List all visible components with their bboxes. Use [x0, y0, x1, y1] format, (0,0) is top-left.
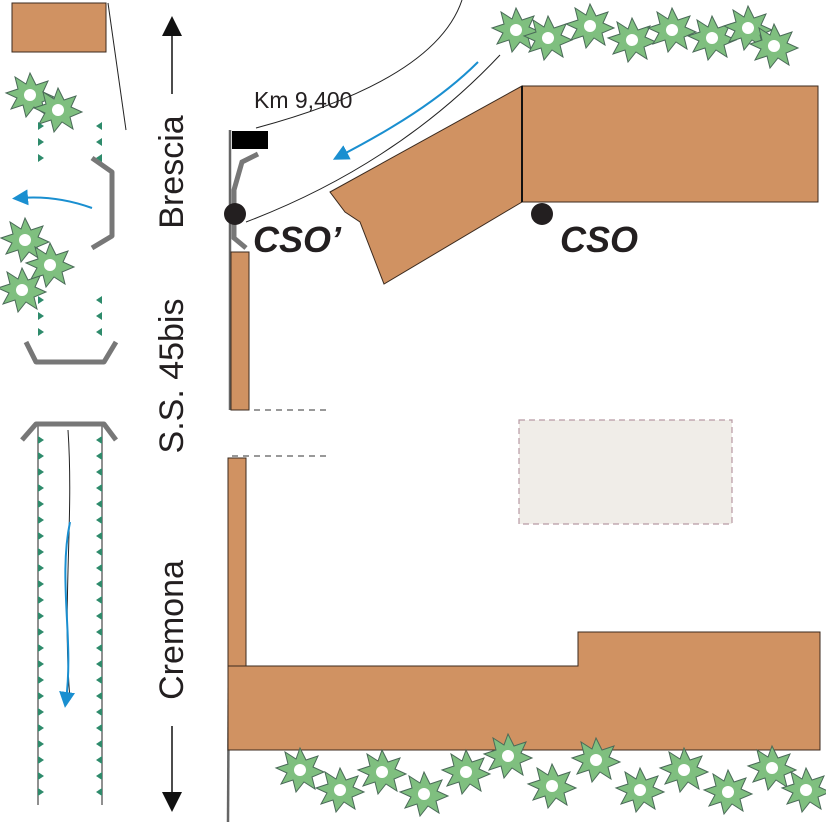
hedge-tooth — [96, 436, 102, 444]
guardrail-left — [20, 155, 119, 442]
hedge-tooth — [38, 484, 44, 492]
hedge-tooth — [96, 312, 102, 320]
hedge-tooth — [38, 756, 44, 764]
building-strip-lower — [227, 457, 247, 669]
kilometre-label: Km 9,400 — [254, 87, 352, 113]
road-curve — [245, 0, 501, 223]
hedge-tooth — [96, 580, 102, 588]
hedge-tooth — [38, 154, 44, 162]
hedge-tooth — [96, 516, 102, 524]
hedge-tooth — [38, 692, 44, 700]
hedge-tooth — [38, 468, 44, 476]
hedge-tooth — [38, 628, 44, 636]
hedge-tooth — [96, 484, 102, 492]
building-angled — [329, 85, 523, 285]
hedge-tooth — [96, 328, 102, 336]
hedge-tooth — [96, 296, 102, 304]
vegetation-top-right — [491, 3, 799, 69]
hedge-tooth — [38, 564, 44, 572]
hedge-tooth — [96, 724, 102, 732]
lane-lines — [37, 2, 127, 805]
cso-prime-label: CSO’ — [253, 219, 342, 260]
hedge-tooth — [38, 312, 44, 320]
hedge-tooth — [38, 500, 44, 508]
hedge-tooth — [96, 692, 102, 700]
flow-arrow-left-bottom — [59, 521, 75, 708]
hedge-tooth — [38, 122, 44, 130]
hedge-tooth — [96, 676, 102, 684]
building-top-right — [521, 85, 819, 203]
hedge-tooth — [96, 154, 102, 162]
hedge-markers — [38, 122, 102, 796]
building-strip-upper — [230, 251, 250, 411]
hedge-tooth — [38, 612, 44, 620]
hedge-tooth — [38, 452, 44, 460]
hedge-tooth — [96, 612, 102, 620]
monitoring-point-cso — [531, 203, 553, 225]
hedge-tooth — [96, 788, 102, 796]
hedge-tooth — [38, 436, 44, 444]
cso-label: CSO — [560, 219, 638, 260]
hedge-tooth — [38, 788, 44, 796]
hedge-tooth — [96, 644, 102, 652]
hedge-tooth — [38, 548, 44, 556]
direction-label-cremona: Cremona — [153, 560, 191, 700]
road-name-label: S.S. 45bis — [153, 299, 191, 454]
hedge-tooth — [96, 122, 102, 130]
hedge-tooth — [38, 740, 44, 748]
guardrail-cso-prime — [231, 151, 260, 250]
hedge-tooth — [96, 660, 102, 668]
road-direction-indicator — [162, 16, 182, 812]
hedge-tooth — [38, 296, 44, 304]
hedge-tooth — [96, 452, 102, 460]
hedge-tooth — [38, 516, 44, 524]
hedge-tooth — [38, 660, 44, 668]
hedge-tooth — [38, 708, 44, 716]
hedge-tooth — [96, 564, 102, 572]
hedge-tooth — [38, 596, 44, 604]
hedge-tooth — [96, 468, 102, 476]
buildings — [227, 85, 821, 751]
flow-arrow-left-top — [12, 189, 93, 209]
hedge-tooth — [38, 532, 44, 540]
hedge-tooth — [96, 740, 102, 748]
hedge-tooth — [38, 724, 44, 732]
hedge-tooth — [38, 328, 44, 336]
hedge-tooth — [96, 628, 102, 636]
km-marker-sign — [232, 131, 268, 149]
hedge-tooth — [96, 548, 102, 556]
hedge-tooth — [96, 500, 102, 508]
hedge-tooth — [96, 138, 102, 146]
reserved-area — [518, 419, 733, 525]
hedge-tooth — [38, 580, 44, 588]
hedge-tooth — [38, 644, 44, 652]
vegetation-left — [0, 72, 83, 313]
building-top-left — [11, 2, 107, 53]
left-carriageway — [0, 2, 127, 805]
hedge-tooth — [38, 772, 44, 780]
monitoring-point-cso-prime — [224, 203, 246, 225]
flow-arrow-top — [332, 61, 479, 160]
hedge-tooth — [96, 772, 102, 780]
building-bottom — [227, 631, 821, 751]
direction-label-brescia: Brescia — [153, 115, 191, 228]
hedge-tooth — [96, 756, 102, 764]
hedge-tooth — [38, 676, 44, 684]
hedge-tooth — [96, 532, 102, 540]
hedge-tooth — [96, 596, 102, 604]
hedge-tooth — [96, 708, 102, 716]
hedge-tooth — [38, 138, 44, 146]
